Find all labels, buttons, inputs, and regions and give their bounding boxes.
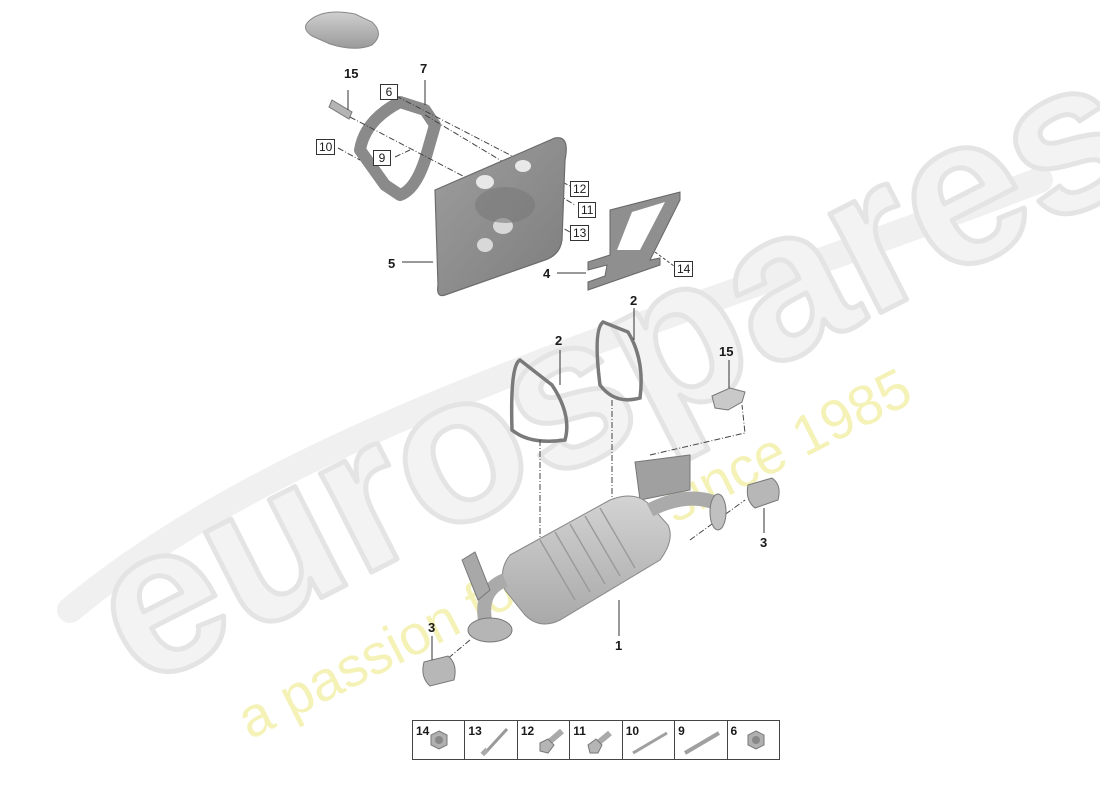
- ref-box-14: 14: [674, 261, 694, 277]
- threaded-rod-icon: [631, 731, 668, 755]
- callout-1: 1: [615, 638, 623, 653]
- long-bolt-icon: [480, 727, 509, 757]
- ref-box-12: 12: [570, 181, 590, 197]
- legend-cell-10: 10: [623, 721, 676, 759]
- strap-clamps-part-2: [509, 308, 643, 443]
- callout-2-left: 2: [555, 333, 563, 348]
- hex-bolt-short-icon: [587, 730, 613, 754]
- hex-bolt-icon: [539, 728, 564, 754]
- callout-3-right: 3: [760, 535, 768, 550]
- pipe-clamps-part-3: [422, 477, 780, 687]
- watermark: eurospares a passion for parts since 198…: [51, 4, 1100, 751]
- callout-2-right: 2: [630, 293, 638, 308]
- callout-15: 15: [719, 344, 734, 359]
- spacer-part-8: [328, 90, 353, 120]
- flange-nut-icon: [747, 730, 765, 750]
- bracket-part-4: [557, 191, 681, 291]
- ref-box-11: 11: [578, 202, 597, 218]
- legend-cell-14: 14: [413, 721, 466, 759]
- ref-box-13: 13: [570, 225, 590, 241]
- legend-cell-11: 11: [570, 721, 623, 759]
- sensor-part-15: [711, 360, 746, 411]
- legend-cell-13: 13: [465, 721, 518, 759]
- callout-7: 7: [420, 61, 428, 76]
- flange-nut-icon: [430, 730, 448, 750]
- callout-8: 15: [344, 66, 359, 81]
- muffler-part-1: [461, 454, 727, 643]
- heat-shield-part-5: [402, 137, 567, 297]
- ref-box-6: 6: [380, 84, 398, 100]
- ref-box-10: 10: [316, 139, 336, 155]
- callout-5: 5: [388, 256, 396, 271]
- legend-cell-6: 6: [728, 721, 779, 759]
- callout-4: 4: [543, 266, 551, 281]
- watermark-brand: eurospares: [54, 7, 1100, 730]
- legend-cell-12: 12: [518, 721, 571, 759]
- callout-3-left: 3: [428, 620, 436, 635]
- ring-bracket-part-7: [354, 80, 441, 201]
- rubber-pad-part: [305, 11, 379, 49]
- legend-cell-9: 9: [675, 721, 728, 759]
- fastener-legend: 14 13 12 11 10 9 6: [412, 720, 780, 760]
- ref-box-9: 9: [373, 150, 391, 166]
- threaded-rod-icon: [684, 731, 721, 755]
